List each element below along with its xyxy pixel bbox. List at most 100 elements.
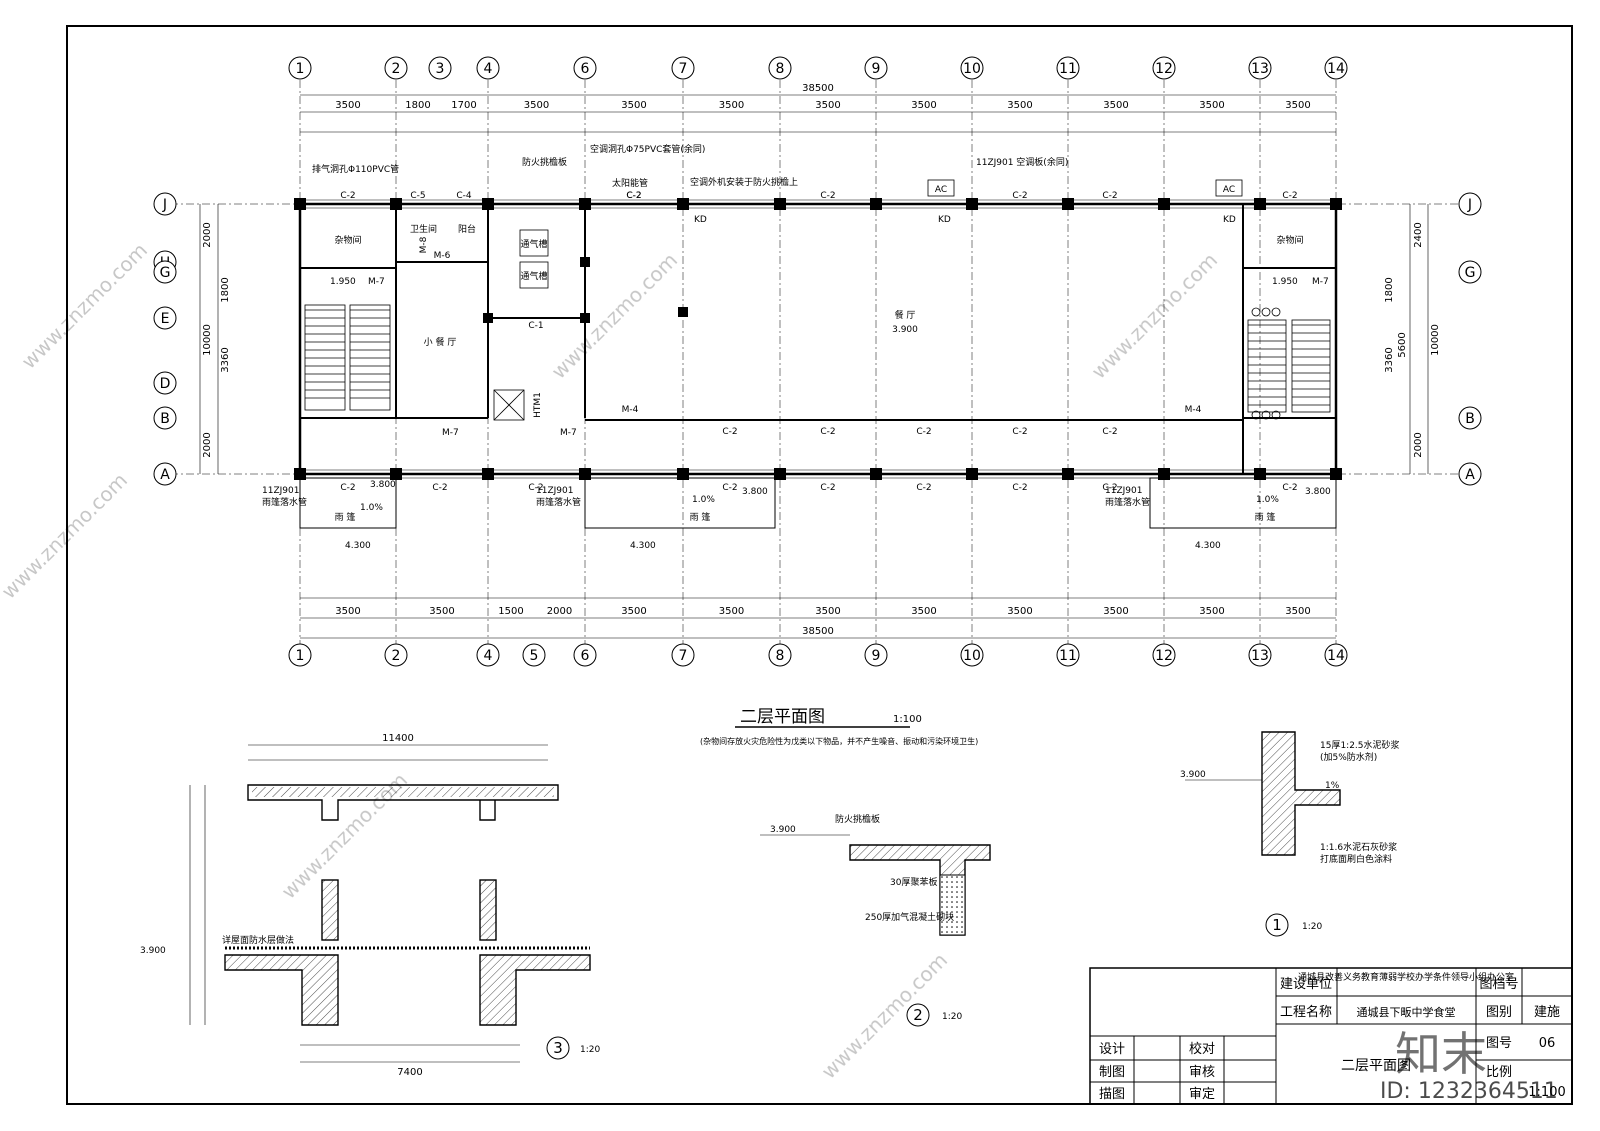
- axis-bubble: [153, 306, 177, 330]
- window-tag: C-2: [820, 483, 835, 493]
- axis-label: B: [160, 411, 170, 427]
- window-tag: C-2: [722, 483, 737, 493]
- drain-left: 雨篷落水管: [262, 496, 307, 508]
- bottom-dim-label: 3500: [1007, 606, 1032, 617]
- floor-plan: 123467891011121314124567891011121314JHGE…: [153, 56, 1482, 746]
- bottom-dim-label: 3500: [719, 606, 744, 617]
- axis-bubble: [153, 406, 177, 430]
- axis-label: 8: [776, 648, 785, 664]
- axis-label: 4: [484, 648, 493, 664]
- axis-bubble: [1458, 406, 1482, 430]
- plan-scale: 1:100: [893, 714, 922, 725]
- column: [294, 198, 306, 210]
- room-storage-right: 杂物间: [1276, 234, 1303, 246]
- interior-walls: [300, 204, 1336, 474]
- axis-bubble: [428, 56, 452, 80]
- d3-number: 3: [553, 1039, 563, 1057]
- axis-bubble: [864, 56, 888, 80]
- axis-bubble: [153, 371, 177, 395]
- d2-number: 2: [913, 1006, 923, 1024]
- axis-bubble: [288, 643, 312, 667]
- wm-brand: 知末: [1395, 1027, 1487, 1081]
- axis-label: 14: [1327, 648, 1345, 664]
- axis-label: 3: [436, 61, 445, 77]
- level-dining: 3.900: [892, 325, 918, 335]
- column: [1158, 468, 1170, 480]
- level-canopy-left: 3.800: [370, 480, 396, 490]
- canopy-left: 雨 篷: [335, 511, 356, 523]
- axis-label: 7: [679, 648, 688, 664]
- right-dim-top: 2400: [1413, 222, 1424, 247]
- window-tag: C-2: [1012, 427, 1027, 437]
- axis-label: A: [1465, 467, 1475, 483]
- axis-bubble: [960, 56, 984, 80]
- detail-ref-right: 11ZJ901: [1105, 486, 1142, 496]
- door-m7-small-dining: M-7: [442, 428, 459, 438]
- d3-level: 3.900: [140, 946, 166, 956]
- right-stair-dim-a: 1800: [1384, 277, 1395, 302]
- axis-label: 2: [392, 648, 401, 664]
- window-tag: C-5: [410, 191, 425, 201]
- tb-project-label: 工程名称: [1280, 1004, 1332, 1020]
- left-dim-top: 2000: [202, 222, 213, 247]
- column: [579, 468, 591, 480]
- column: [1254, 198, 1266, 210]
- column: [1158, 198, 1170, 210]
- left-stair-dim-b: 3360: [220, 347, 231, 372]
- axis-bubble: [1324, 643, 1348, 667]
- axis-bubble: [1324, 56, 1348, 80]
- axis-label: D: [160, 376, 171, 392]
- axis-bubble: [1458, 260, 1482, 284]
- top-dim-label: 3500: [719, 100, 744, 111]
- level-canopy-top-mid: 4.300: [630, 541, 656, 551]
- axis-label: 12: [1155, 61, 1173, 77]
- d2-note-a: 30厚聚苯板: [890, 876, 937, 888]
- right-dim-bottom: 2000: [1413, 432, 1424, 457]
- slope-left: 1.0%: [360, 503, 383, 513]
- level-canopy-mid: 3.800: [742, 487, 768, 497]
- bottom-dim-label: 3500: [911, 606, 936, 617]
- axis-label: J: [162, 197, 167, 213]
- axis-label: 11: [1059, 648, 1077, 664]
- canopy-right: 雨 篷: [1255, 511, 1276, 523]
- wm-id: ID: 1232364511: [1380, 1079, 1558, 1104]
- axis-label: A: [160, 467, 170, 483]
- columns: [294, 198, 1342, 480]
- axis-label: G: [160, 265, 171, 281]
- note-ac-unit: 空调外机安装于防火挑檐上: [690, 176, 798, 188]
- axis-label: 13: [1251, 61, 1269, 77]
- top-dim-label: 3500: [1007, 100, 1032, 111]
- d1-scale: 1:20: [1302, 922, 1322, 932]
- tb-check: 校对: [1189, 1041, 1215, 1057]
- axis-label: 9: [872, 648, 881, 664]
- bottom-dim-label: 2000: [547, 606, 572, 617]
- axis-bubble: [960, 643, 984, 667]
- left-dim-bottom: 2000: [202, 432, 213, 457]
- top-dim-label: 1800: [405, 100, 430, 111]
- tb-review: 审核: [1189, 1065, 1215, 1080]
- axis-bubble: [768, 56, 792, 80]
- d1-level: 3.900: [1180, 770, 1206, 780]
- overall-dim-bottom: 38500: [802, 626, 834, 637]
- axis-label: 4: [484, 61, 493, 77]
- bottom-dim-label: 3500: [429, 606, 454, 617]
- top-dim-label: 3500: [1285, 100, 1310, 111]
- bottom-dim-label: 3500: [815, 606, 840, 617]
- door-m6: M-6: [434, 251, 451, 261]
- fire-board-label: 防火挑檐板: [522, 156, 567, 168]
- axis-label: 5: [530, 648, 539, 664]
- column: [1254, 468, 1266, 480]
- axis-label: 14: [1327, 61, 1345, 77]
- column: [678, 307, 688, 317]
- door-m4-left: M-4: [622, 405, 639, 415]
- drain-mid: 雨篷落水管: [536, 496, 581, 508]
- tb-approve: 审定: [1189, 1087, 1215, 1102]
- window-tag: C-2: [626, 191, 641, 201]
- column: [870, 468, 882, 480]
- room-small-dining: 小 餐 厅: [424, 336, 457, 348]
- column: [294, 468, 306, 480]
- column: [482, 468, 494, 480]
- d1-note-c: 1:1.6水泥石灰砂浆: [1320, 841, 1397, 853]
